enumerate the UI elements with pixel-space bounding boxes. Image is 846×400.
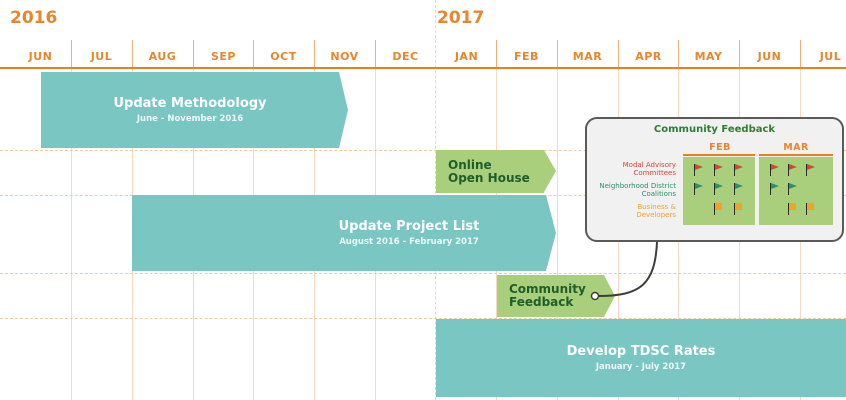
month-label-aug-2016: AUG xyxy=(148,50,177,63)
month-tick xyxy=(193,40,194,67)
grid-line xyxy=(557,69,558,400)
flag-icon xyxy=(693,164,705,176)
month-tick xyxy=(253,40,254,67)
flag-icon xyxy=(713,164,725,176)
row-label-modal-advisory: Modal Advisory Committees xyxy=(623,161,676,177)
flag-icon xyxy=(805,164,817,176)
row-label-line: Committees xyxy=(633,169,676,177)
milestone-line: Feedback xyxy=(509,295,574,309)
timeline-axis xyxy=(0,67,846,69)
flag-icon xyxy=(787,183,799,195)
month-label-dec-2016: DEC xyxy=(392,50,419,63)
row-divider xyxy=(0,318,846,319)
flag-icon xyxy=(769,164,781,176)
flag-icon xyxy=(733,203,745,215)
milestone-community-feedback: Community Feedback xyxy=(497,275,604,317)
month-tick xyxy=(375,40,376,67)
row-label-neighborhood: Neighborhood District Coalitions xyxy=(599,182,676,198)
year-label-2016: 2016 xyxy=(10,8,58,28)
row-label-business: Business & Developers xyxy=(636,203,676,219)
row-label-line: Business & xyxy=(637,203,676,211)
callout-month-rule xyxy=(683,154,755,156)
callout-month-feb: FEB xyxy=(709,142,731,153)
row-label-line: Developers xyxy=(636,211,676,219)
month-label-sep-2016: SEP xyxy=(211,50,236,63)
month-tick xyxy=(557,40,558,67)
row-label-line: Coalitions xyxy=(641,190,676,198)
phase-title: Develop TDSC Rates xyxy=(566,344,716,359)
flag-icon xyxy=(787,164,799,176)
phase-bar-develop-tdsc-rates: Develop TDSC Rates January - July 2017 xyxy=(436,319,846,397)
month-label-apr-2017: APR xyxy=(635,50,662,63)
phase-arrow xyxy=(339,72,348,148)
phase-dates: January - July 2017 xyxy=(595,362,687,372)
phase-bar-update-project-list: Update Project List August 2016 - Februa… xyxy=(132,195,546,271)
phase-title: Update Methodology xyxy=(113,96,267,111)
month-tick xyxy=(678,40,679,67)
flag-icon xyxy=(713,183,725,195)
month-label-jul-2017: JUL xyxy=(819,50,842,63)
flag-icon xyxy=(733,183,745,195)
milestone-line: Online xyxy=(448,157,492,172)
month-tick xyxy=(314,40,315,67)
phase-title: Update Project List xyxy=(338,219,480,234)
phase-dates: June - November 2016 xyxy=(136,114,244,124)
grid-line xyxy=(71,69,72,400)
month-tick xyxy=(496,40,497,67)
milestone-arrow xyxy=(544,150,556,192)
row-label-line: Modal Advisory xyxy=(622,161,676,169)
milestone-line: Open House xyxy=(448,170,530,185)
row-divider xyxy=(0,273,846,274)
flag-icon xyxy=(693,183,705,195)
month-tick xyxy=(132,40,133,67)
month-label-nov-2016: NOV xyxy=(330,50,359,63)
row-divider xyxy=(0,150,846,151)
phase-dates: August 2016 - February 2017 xyxy=(339,237,479,247)
callout-month-rule xyxy=(759,154,833,156)
phase-text: Update Project List August 2016 - Februa… xyxy=(339,219,480,247)
milestone-line: Community xyxy=(509,282,586,296)
row-label-line: Neighborhood District xyxy=(599,182,676,190)
year-label-2017: 2017 xyxy=(437,8,485,28)
community-feedback-callout: Community Feedback FEB MAR Modal Advisor… xyxy=(585,117,844,242)
milestone-online-open-house: Online Open House xyxy=(436,150,544,193)
month-tick xyxy=(800,40,801,67)
month-label-jun-2016: JUN xyxy=(28,50,53,63)
callout-title: Community Feedback xyxy=(653,124,776,135)
month-label-feb-2017: FEB xyxy=(514,50,539,63)
callout-month-mar: MAR xyxy=(783,142,809,153)
phase-arrow xyxy=(546,195,556,271)
month-tick xyxy=(618,40,619,67)
flag-icon xyxy=(787,203,799,215)
month-label-oct-2016: OCT xyxy=(270,50,297,63)
month-label-jul-2016: JUL xyxy=(90,50,113,63)
phase-bar-update-methodology: Update Methodology June - November 2016 xyxy=(41,72,339,148)
month-label-jan-2017: JAN xyxy=(454,50,479,63)
month-tick xyxy=(739,40,740,67)
month-label-mar-2017: MAR xyxy=(572,50,603,63)
flag-icon xyxy=(769,183,781,195)
flag-icon xyxy=(733,164,745,176)
month-tick xyxy=(71,40,72,67)
month-label-may-2017: MAY xyxy=(694,50,723,63)
flag-icon xyxy=(805,203,817,215)
month-label-jun-2017: JUN xyxy=(757,50,782,63)
flag-icon xyxy=(713,203,725,215)
